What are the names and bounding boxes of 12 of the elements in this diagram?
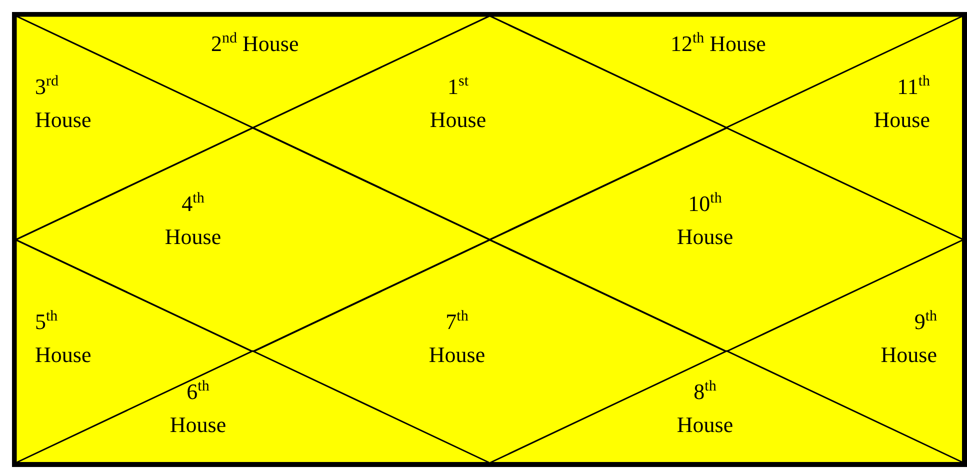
house-label: 6$^{th}$ House [168,378,228,439]
house-label: 8$^{th}$ House [676,378,734,439]
house-label: 3$^{rd}$ House [35,72,92,134]
house-label: 12$^{th}$ House [670,30,766,58]
house-label: 1$^{st}$ House [428,72,488,134]
house-label: 2$^{nd}$ House [211,30,299,58]
house-label: 10$^{th}$ House [676,190,734,251]
house-label: 4$^{th}$ House [164,190,222,251]
house-label: 7$^{th}$ House [428,308,486,369]
house-label: 5$^{th}$ House [35,308,92,369]
house-label: 9$^{th}$ House [880,308,937,369]
house-label: 11$^{th}$ House [872,72,930,134]
